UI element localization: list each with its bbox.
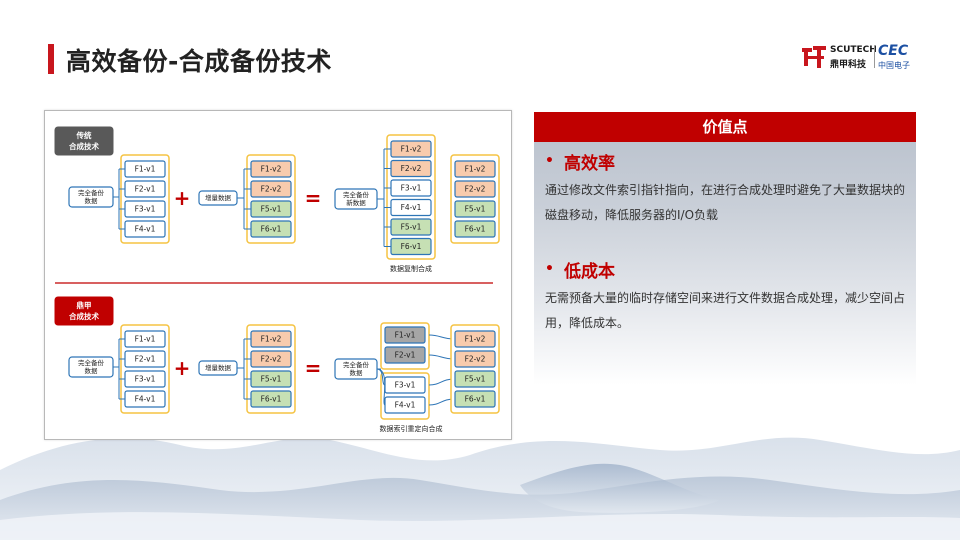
trad-copied-file-label: F2-v2 (401, 164, 422, 173)
trad-result-file (454, 220, 496, 238)
scu-full-file-label: F1-v1 (135, 335, 156, 344)
trad-full-file-label: F4-v1 (135, 225, 156, 234)
trad-result-file (454, 200, 496, 218)
scu-caption: 数据索引重定向合成 (380, 424, 443, 433)
scu-inc-file-label: F6-v1 (261, 395, 282, 404)
scu-obsolete-file (384, 326, 426, 344)
scu-full-file-label: F3-v1 (135, 375, 156, 384)
trad-plus-sign: + (174, 186, 191, 210)
trad-result-file-label: F1-v2 (465, 165, 486, 174)
trad-copied-file-label: F6-v1 (401, 242, 422, 251)
value-point-desc: 通过修改文件索引指针指向，在进行合成处理时避免了大量数据块的磁盘移动，降低服务器… (545, 183, 906, 222)
traditional-tag-line1: 传统 (76, 130, 92, 140)
scu-inc-file-label: F1-v2 (261, 335, 282, 344)
trad-inc-file-label: F5-v1 (261, 205, 282, 214)
scu-kept-file-label: F4-v1 (395, 401, 416, 410)
value-panel-header: 价值点 (534, 112, 916, 142)
trad-copied-file-label: F1-v2 (401, 145, 422, 154)
trad-full-file-label: F1-v1 (135, 165, 156, 174)
scu-plus-sign: + (174, 356, 191, 380)
value-panel (534, 112, 916, 385)
scu-kept-link (376, 368, 386, 406)
traditional-tag-line2: 合成技术 (69, 141, 99, 151)
trad-full-backup-box-label: 完全备份数据 (78, 188, 105, 205)
brand-name-en: SCUTECH (830, 45, 877, 55)
scu-result-file (454, 350, 496, 368)
scutech-tag-line1: 鼎甲 (77, 300, 92, 310)
trad-incremental-box-label: 增量数据 (205, 193, 232, 202)
scu-result-file-label: F5-v1 (465, 375, 486, 384)
trad-result-file-label: F6-v1 (465, 225, 486, 234)
scutech-logo-icon (802, 46, 826, 68)
value-point-title: 高效率 (563, 153, 615, 174)
title-accent-bar (48, 44, 54, 74)
logo-separator (874, 46, 875, 68)
value-point-cost: • 低成本 无需预备大量的临时存储空间来进行文件数据合成处理，减少空间占用，降低… (545, 258, 905, 336)
trad-inc-file-label: F2-v2 (261, 185, 282, 194)
trad-inc-file-label: F6-v1 (261, 225, 282, 234)
trad-caption: 数据复制合成 (390, 264, 432, 273)
traditional-tag (54, 126, 114, 156)
partner-name-cn: 中国电子 (878, 61, 910, 70)
partner-logo: CEC (878, 43, 909, 59)
scu-obsolete-file-label: F2-v1 (395, 351, 416, 360)
scu-result-file-label: F2-v2 (465, 355, 486, 364)
value-point-title: 低成本 (563, 261, 615, 282)
trad-result-file-label: F2-v2 (465, 185, 486, 194)
scu-full-file-label: F4-v1 (135, 395, 156, 404)
page-title: 高效备份-合成备份技术 (66, 47, 332, 76)
scu-obsolete-file-label: F1-v1 (395, 331, 416, 340)
value-point-efficiency: • 高效率 通过修改文件索引指针指向，在进行合成处理时避免了大量数据块的磁盘移动… (545, 150, 905, 228)
scu-obsolete-file (384, 346, 426, 364)
scutech-tag-line2: 合成技术 (69, 311, 99, 321)
scu-result-file-label: F6-v1 (465, 395, 486, 404)
scu-kept-file-label: F3-v1 (395, 381, 416, 390)
trad-result-file-label: F5-v1 (465, 205, 486, 214)
scu-result-file (454, 390, 496, 408)
trad-equals-sign: = (305, 186, 322, 210)
synthesis-diagram-canvas: 传统合成技术完全备份数据F1-v1F2-v1F3-v1F4-v1+增量数据F1-… (54, 126, 500, 433)
company-logo: SCUTECH 鼎甲科技 CEC 中国电子 (800, 43, 930, 72)
trad-full-file-label: F2-v1 (135, 185, 156, 194)
trad-copied-file-label: F5-v1 (401, 223, 422, 232)
scu-result-file-label: F1-v2 (465, 335, 486, 344)
scu-result-file (454, 330, 496, 348)
value-point-desc: 无需预备大量的临时存储空间来进行文件数据合成处理，减少空间占用，降低成本。 (545, 291, 906, 330)
trad-inc-file-label: F1-v2 (261, 165, 282, 174)
bullet-icon: • (545, 261, 554, 277)
trad-full-file-label: F3-v1 (135, 205, 156, 214)
scutech-tag (54, 296, 114, 326)
scu-full-file-label: F2-v1 (135, 355, 156, 364)
scu-result-file (454, 370, 496, 388)
brand-name-cn: 鼎甲科技 (830, 60, 867, 70)
bullet-icon: • (545, 153, 554, 169)
trad-result-file (454, 160, 496, 178)
scu-full-backup-box-label: 完全备份数据 (78, 358, 105, 375)
scu-incremental-box-label: 增量数据 (205, 363, 232, 372)
trad-result-file (454, 180, 496, 198)
scu-new-data-box-label: 完全备份数据 (343, 360, 370, 377)
trad-copied-file-label: F4-v1 (401, 203, 422, 212)
scu-inc-file-label: F5-v1 (261, 375, 282, 384)
trad-new-data-box-label: 完全备份新数据 (343, 190, 370, 207)
scu-equals-sign: = (305, 356, 322, 380)
scu-inc-file-label: F2-v2 (261, 355, 282, 364)
trad-copied-file-label: F3-v1 (401, 184, 422, 193)
